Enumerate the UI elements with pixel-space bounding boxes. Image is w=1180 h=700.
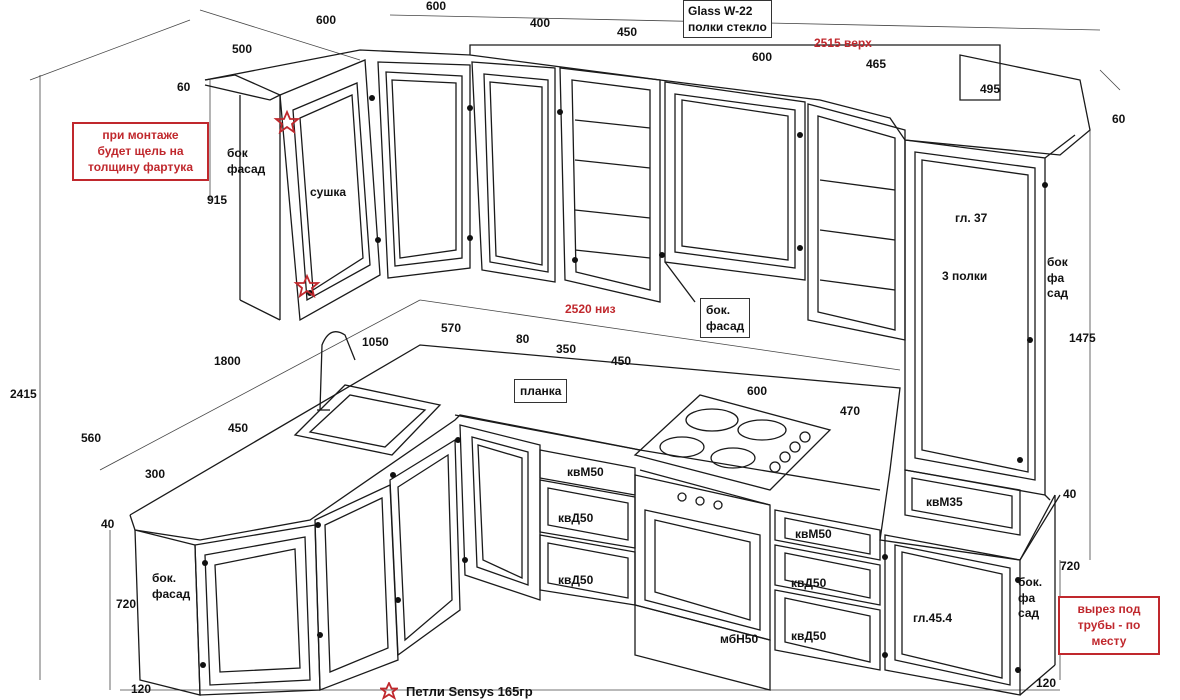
dim-570: 570 [441, 321, 462, 335]
gl454-label: гл.45.4 [913, 611, 953, 625]
drawer-kvd50-c: квД50 [791, 576, 827, 590]
gl37-label: гл. 37 [955, 211, 988, 225]
dim-495: 495 [980, 82, 1001, 96]
dim-600-top: 600 [316, 13, 337, 27]
dim-450-top: 450 [617, 25, 638, 39]
dim-40-left: 40 [101, 517, 115, 531]
drawer-kvm35: квМ35 [926, 495, 963, 509]
dim-470: 470 [840, 404, 861, 418]
dim-600-top2: 600 [426, 0, 447, 13]
dim-80: 80 [516, 332, 530, 346]
dim-915: 915 [207, 193, 228, 207]
drawer-mbn50: мбН50 [720, 632, 759, 646]
dim-1050: 1050 [362, 335, 389, 349]
dim-720-left: 720 [116, 597, 137, 611]
dryer-label: сушка [310, 185, 347, 199]
pipes-note: вырез под трубы - по месту [1058, 596, 1160, 655]
dim-1475: 1475 [1069, 331, 1096, 345]
shelves-glass-text: полки стекло [688, 20, 767, 35]
hinge-star-icon [378, 680, 400, 700]
drawer-kvd50-b: квД50 [558, 573, 594, 587]
dim-560: 560 [81, 431, 102, 445]
three-shelves-label: 3 полки [942, 269, 988, 283]
dim-465: 465 [866, 57, 887, 71]
hinge-markers [273, 109, 321, 299]
dim-300: 300 [145, 467, 166, 481]
countertop [129, 331, 1061, 561]
dim-600-mid: 600 [752, 50, 773, 64]
lower-cabinets [134, 424, 1056, 696]
bottom-total-2520: 2520 низ [565, 302, 616, 316]
strip-callout: планка [514, 379, 568, 404]
drawer-kvd50-d: квД50 [791, 629, 827, 643]
dim-400: 400 [530, 16, 551, 30]
dim-40-right: 40 [1063, 487, 1077, 501]
dim-450-left: 450 [228, 421, 249, 435]
dimension-lines [29, 9, 1121, 691]
handle-dots [200, 95, 1048, 673]
dim-350: 350 [556, 342, 577, 356]
side-facade-upper-label: бок фасад [227, 146, 266, 177]
hinge-legend-text: Петли Sensys 165гр [406, 684, 533, 699]
hinge-legend: Петли Sensys 165гр [378, 680, 533, 700]
drawer-kvd50-a: квД50 [558, 511, 594, 525]
dim-500: 500 [232, 42, 253, 56]
dim-450-mid: 450 [611, 354, 632, 368]
side-facade-tall-lower-label: бок. фа сад [1018, 575, 1043, 621]
drawer-kvm50-b: квМ50 [795, 527, 832, 541]
gap-note: при монтаже будет щель на толщину фартук… [72, 122, 209, 181]
glass-shelves-label: Glass W-22 полки стекло [683, 0, 772, 39]
top-total-2515: 2515 верх [814, 36, 872, 50]
upper-cabinets [204, 44, 1091, 341]
hinge-star-icon [293, 273, 321, 299]
dim-2415: 2415 [10, 387, 37, 401]
dim-720-right: 720 [1060, 559, 1081, 573]
dim-600-hob: 600 [747, 384, 768, 398]
hinge-star-icon [273, 109, 301, 135]
dim-60-right: 60 [1112, 112, 1126, 126]
drawer-kvm50-a: квМ50 [567, 465, 604, 479]
tall-cabinet [904, 134, 1076, 536]
dim-120-left: 120 [131, 682, 152, 696]
dim-1800: 1800 [214, 354, 241, 368]
glass-w22-text: Glass W-22 [688, 4, 753, 18]
side-facade-callout: бок. фасад [700, 298, 751, 339]
side-facade-tall-upper-label: бок фа сад [1047, 255, 1069, 301]
dim-60-left: 60 [177, 80, 191, 94]
side-facade-left-lower-label: бок. фасад [152, 571, 191, 602]
dim-120-right: 120 [1036, 676, 1057, 690]
